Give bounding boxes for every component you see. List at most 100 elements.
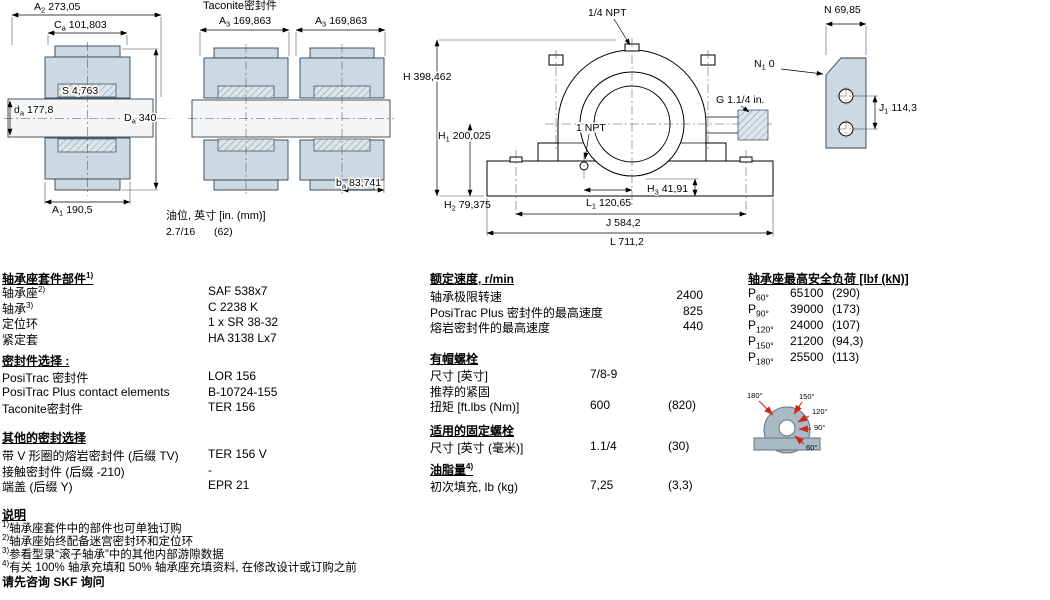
section-other-seals: 其他的密封选择 带 V 形圈的熔岩密封件 (后缀 TV) TER 156 V 接… [2,429,422,494]
oil-level-mm: (62) [214,226,233,238]
row-label: 尺寸 [英寸 (毫米)] [430,441,524,455]
row-value: EPR 21 [208,478,250,492]
section-title: 额定速度, r/min [430,272,515,286]
row-label: 初次填充, lb (kg) [430,480,519,494]
load-arrows [758,400,811,445]
row-label: 接触密封件 (后缀 -210) [2,464,125,479]
table-row: P120° 24000 (107) [748,318,1048,334]
row-value: 440 [682,319,703,333]
row-value-metric: (113) [832,350,860,364]
section-title: 适用的固定螺栓 [430,424,515,438]
table-row: 定位环 1 x SR 38-32 [2,315,422,331]
section-speeds: 额定速度, r/min 轴承极限转速 2400 PosiTrac Plus 密封… [430,270,703,335]
note-item: 4)有关 100% 轴承充填和 50% 轴承座充填资料, 在修改设计或订购之前 [2,559,357,574]
row-label: 熔岩密封件的最高速度 [430,321,551,335]
row-label: 扭矩 [ft.lbs (Nm)] [430,400,520,414]
row-label: 紧定套 [2,332,39,347]
row-label: PosiTrac Plus contact elements [2,384,170,399]
row-label: 轴承极限转速 [430,290,503,304]
row-value: HA 3138 Lx7 [208,330,277,345]
notes-title: 说明 [2,508,27,522]
angle-label: 60° [806,443,817,452]
table-row: 尺寸 [英寸 (毫米)] 1.1/4 (30) [430,439,720,455]
row-label: P150° [748,334,774,351]
note-item: 1)轴承座套件中的部件也可单独订购 [2,520,182,535]
section-notes: 说明 1)轴承座套件中的部件也可单独订购 2)轴承座始终配备迷宫密封环和定位环 … [2,506,782,590]
notes-footer: 请先咨询 SKF 询问 [2,575,105,589]
table-row: PosiTrac Plus contact elements B-10724-1… [2,385,422,401]
dim-S: S 4,763 [62,85,98,97]
row-value: 600 [590,398,611,412]
table-row: PosiTrac Plus 密封件的最高速度 825 [430,304,703,320]
row-value: 7/8-9 [590,367,618,381]
angle-label: 120° [812,407,828,416]
row-label: 推荐的紧固 [430,384,491,399]
row-value: 2400 [676,288,703,302]
row-value: TER 156 [208,400,256,414]
row-label: 带 V 形圈的熔岩密封件 (后缀 TV) [2,449,179,463]
row-value: - [208,462,212,477]
section-safe-loads: 轴承座最高安全负荷 [lbf (kN)] P60° 65100 (290) P9… [748,270,1048,366]
row-value: 24000 [790,318,824,332]
row-label: 定位环 [2,317,39,331]
oil-level-inches: 2.7/16 [166,226,195,238]
section-fixing-bolts: 适用的固定螺栓 尺寸 [英寸 (毫米)] 1.1/4 (30) [430,422,720,455]
angle-label: 150° [799,392,815,401]
row-value: LOR 156 [208,369,257,383]
row-value: TER 156 V [208,447,267,461]
note-item: 3)参看型录“滚子轴承”中的其他内部游隙数据 [2,546,224,561]
dim-one-npt: 1 NPT [576,122,606,134]
taconite-seal-label: Taconite密封件 [203,0,277,12]
row-label: Taconite密封件 [2,402,83,416]
section-cap-bolts: 有帽螺栓 尺寸 [英寸] 7/8-9 推荐的紧固 扭矩 [ft.lbs (Nm)… [430,350,720,414]
row-label: P120° [748,318,774,335]
table-row: P180° 25500 (113) [748,350,1048,366]
table-row: 推荐的紧固 [430,383,720,399]
section-title: 轴承座套件部件1) [2,271,94,287]
table-row: 接触密封件 (后缀 -210) - [2,463,422,479]
row-value: B-10724-155 [208,384,278,399]
table-row: P150° 21200 (94,3) [748,334,1048,350]
row-value-metric: (173) [832,302,861,316]
row-value: 7,25 [590,478,614,492]
row-value: 65100 [790,286,824,300]
section-title: 油脂量4) [430,462,474,478]
row-value: SAF 538x7 [208,284,268,298]
table-row: P60° 65100 (290) [748,286,1048,302]
row-label: PosiTrac 密封件 [2,371,89,385]
section-title: 其他的密封选择 [2,431,87,445]
table-row: 紧定套 HA 3138 Lx7 [2,331,422,347]
row-label: 端盖 (后缀 Y) [2,480,73,494]
angle-label: 90° [814,423,825,432]
section-title: 密封件选择 : [2,354,70,368]
row-value: 25500 [790,350,824,364]
row-value: 39000 [790,302,824,316]
dim-G: G 1.1/4 in. [716,94,764,106]
table-row: PosiTrac 密封件 LOR 156 [2,369,422,385]
angle-label: 180° [747,391,763,400]
table-row: 端盖 (后缀 Y) EPR 21 [2,478,422,494]
section-housing-parts: 轴承座套件部件1) 轴承座2) SAF 538x7 轴承3) C 2238 K … [2,270,422,347]
section-grease: 油脂量4) 初次填充, lb (kg) 7,25 (3,3) [430,461,720,495]
load-angle-labels: 180° 150° 120° 90° 60° [747,391,828,452]
table-row: 轴承座2) SAF 538x7 [2,284,422,300]
row-value-metric: (107) [832,318,861,332]
table-row: 尺寸 [英寸] 7/8-9 [430,367,720,383]
table-row: 熔岩密封件的最高速度 440 [430,319,703,335]
row-value: 825 [682,303,703,318]
dim-J: J 584,2 [606,217,641,229]
row-value: 1.1/4 [590,439,617,453]
